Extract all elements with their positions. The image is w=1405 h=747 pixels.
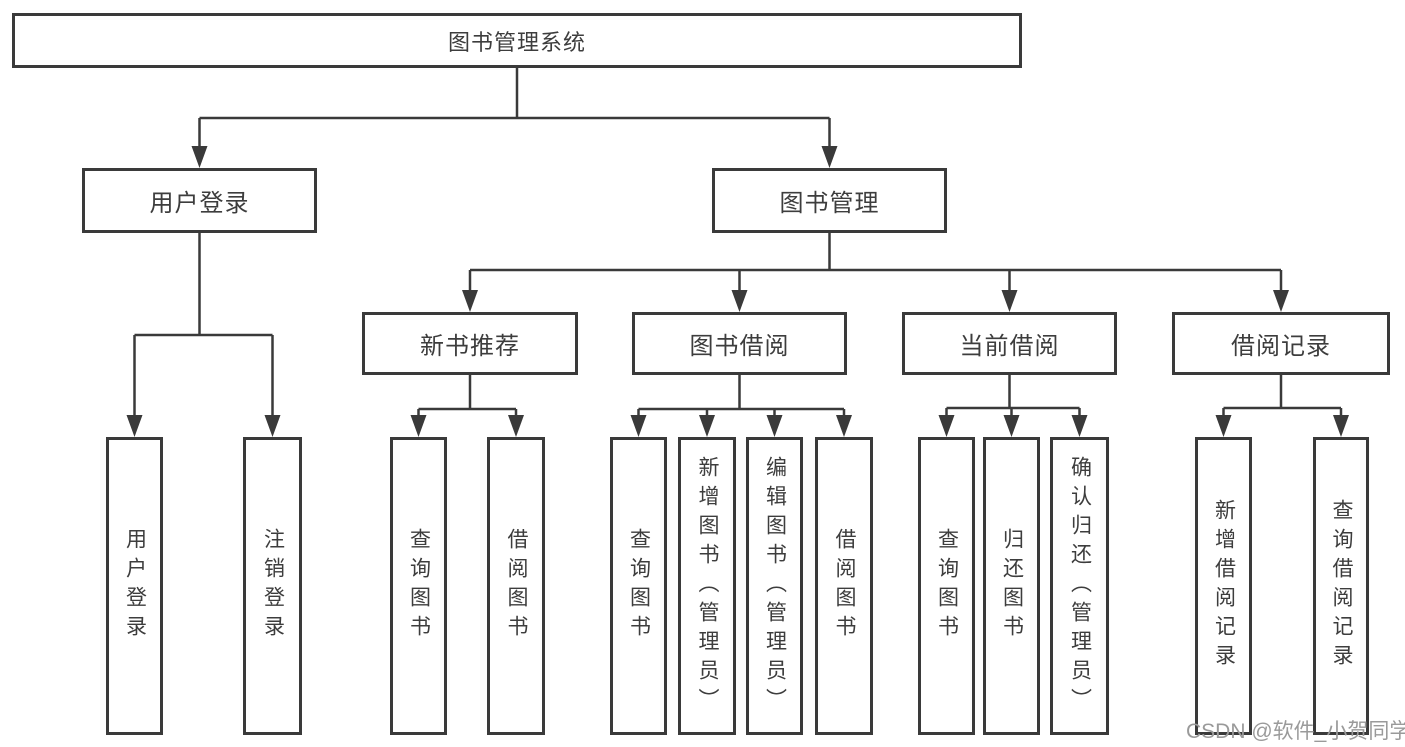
node-label: 查询图书 (627, 528, 651, 644)
node-label: 查询图书 (935, 528, 959, 644)
leaf-add-borrow-record: 新增借阅记录 (1195, 437, 1252, 735)
node-user-login: 用户登录 (82, 168, 317, 233)
csdn-watermark: CSDN @软件_小贺同学 (1186, 720, 1405, 743)
arrowhead (126, 415, 143, 437)
arrowhead (1001, 290, 1018, 312)
node-label: 当前借阅 (959, 333, 1060, 360)
leaf-query-books-3: 查询图书 (918, 437, 975, 735)
leaf-query-borrow-record: 查询借阅记录 (1313, 437, 1369, 735)
arrowhead (766, 415, 783, 437)
leaf-return-books: 归还图书 (983, 437, 1040, 735)
arrowhead (1215, 415, 1232, 437)
leaf-add-book-admin: 新增图书（管理员） (678, 437, 736, 735)
node-label: 借阅图书 (505, 528, 528, 644)
arrowhead (508, 415, 524, 437)
arrowhead (1333, 415, 1349, 437)
arrowhead (1003, 415, 1020, 437)
node-label: 查询借阅记录 (1330, 499, 1353, 673)
node-book-borrowing: 图书借阅 (632, 312, 847, 375)
leaf-query-books-1: 查询图书 (390, 437, 447, 735)
leaf-borrow-books-1: 借阅图书 (487, 437, 545, 735)
node-label: 图书管理系统 (447, 29, 586, 55)
arrowhead (1273, 290, 1289, 312)
node-label: 归还图书 (1000, 528, 1024, 644)
arrowhead (264, 415, 281, 437)
arrowhead (821, 146, 838, 168)
node-label: 借阅图书 (833, 528, 856, 644)
node-label: 借阅记录 (1231, 333, 1331, 360)
arrowhead (1071, 415, 1088, 437)
arrowhead (938, 415, 955, 437)
leaf-edit-book-admin: 编辑图书（管理员） (746, 437, 803, 735)
arrowhead (410, 415, 427, 437)
arrowhead (699, 415, 715, 437)
node-library-system-root: 图书管理系统 (12, 13, 1022, 68)
leaf-query-books-2: 查询图书 (610, 437, 667, 735)
node-label: 图书管理 (779, 190, 880, 217)
node-label: 查询图书 (407, 528, 431, 644)
node-label: 确认归还（管理员） (1068, 455, 1092, 717)
node-new-book-recommend: 新书推荐 (362, 312, 578, 375)
node-borrowing-records: 借阅记录 (1172, 312, 1390, 375)
arrowhead (191, 146, 208, 168)
arrowhead (630, 415, 647, 437)
node-book-management: 图书管理 (712, 168, 947, 233)
node-label: 用户登录 (123, 528, 147, 644)
leaf-logout-login: 注销登录 (243, 437, 302, 735)
node-label: 新增图书（管理员） (696, 455, 719, 717)
leaf-borrow-books-2: 借阅图书 (815, 437, 873, 735)
node-label: 新书推荐 (420, 333, 520, 360)
arrowhead (462, 290, 478, 312)
arrowhead (836, 415, 852, 437)
leaf-confirm-return-admin: 确认归还（管理员） (1050, 437, 1109, 735)
node-label: 编辑图书（管理员） (763, 455, 787, 717)
node-label: 新增借阅记录 (1212, 499, 1236, 673)
node-current-borrowing: 当前借阅 (902, 312, 1117, 375)
node-label: 图书借阅 (689, 333, 790, 360)
node-label: 用户登录 (149, 190, 250, 217)
leaf-user-login: 用户登录 (106, 437, 163, 735)
node-label: 注销登录 (261, 528, 285, 644)
arrowhead (731, 290, 748, 312)
